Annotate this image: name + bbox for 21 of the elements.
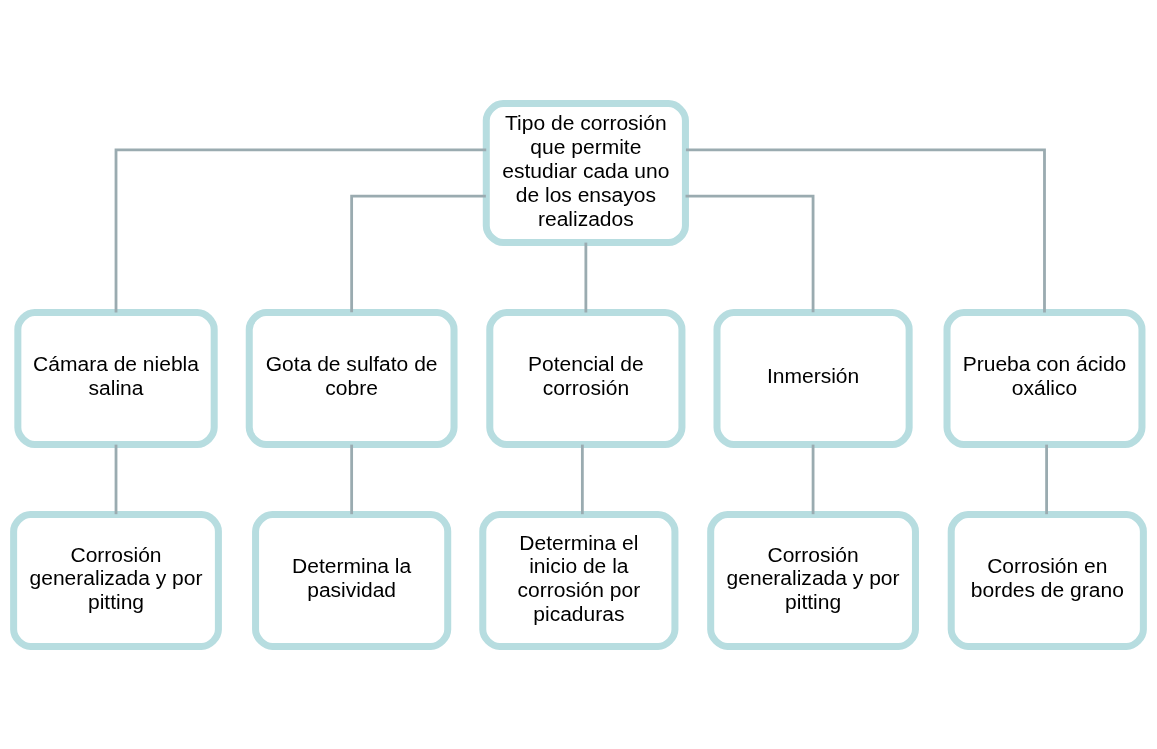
node-box: Gota de sulfato de cobre <box>245 308 458 448</box>
node-box: Determina el inicio de la corrosión por picaduras <box>479 510 679 650</box>
connector <box>584 242 588 312</box>
node-box: Cámara de niebla salina <box>14 308 218 448</box>
node-box: Tipo de corrosión que permite estudiar cada uno de los ensayos realizados <box>482 99 689 246</box>
connector <box>114 148 487 312</box>
node-box: Inmersión <box>713 308 913 448</box>
node-box: Corrosión en bordes de grano <box>947 510 1147 650</box>
connector <box>685 194 815 312</box>
node-box: Prueba con ácido oxálico <box>943 308 1146 448</box>
connector <box>350 444 354 514</box>
connector <box>350 194 486 312</box>
node-box: Corrosión generalizada y por pitting <box>707 510 919 650</box>
connector <box>114 444 118 514</box>
node-box: Corrosión generalizada y por pitting <box>10 510 222 650</box>
node-box: Determina la pasividad <box>252 510 452 650</box>
node-box: Potencial de corrosión <box>486 308 686 448</box>
connector <box>685 148 1046 312</box>
connector <box>580 444 584 514</box>
connector <box>1045 444 1048 514</box>
connector <box>811 444 815 514</box>
